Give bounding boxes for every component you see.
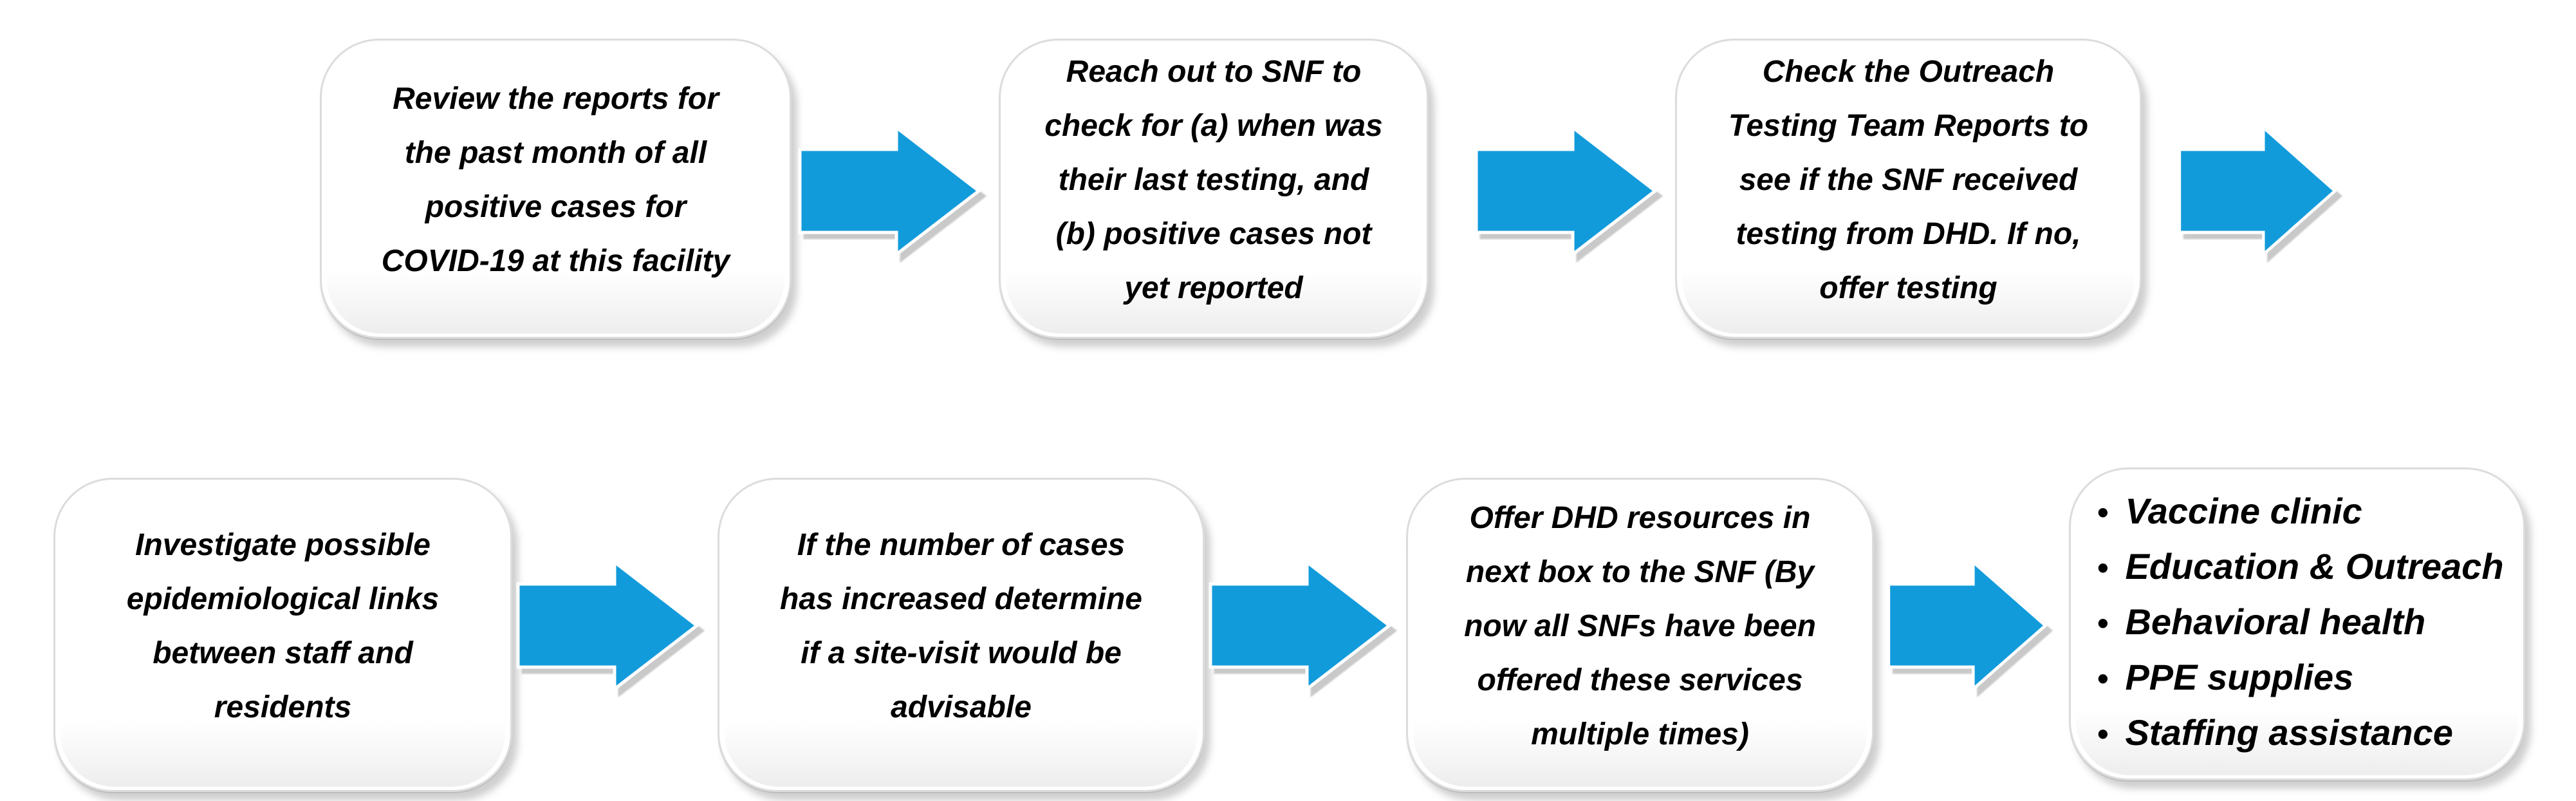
resource-item: • Vaccine clinic	[2097, 484, 2503, 540]
resource-item-label: PPE supplies	[2125, 657, 2354, 697]
flow-arrow-icon	[516, 558, 700, 693]
flow-step-box-1: Review the reports for the past month of…	[320, 39, 792, 339]
resource-item: • Education & Outreach	[2097, 540, 2503, 595]
flow-step-text-3: Check the Outreach Testing Team Reports …	[1728, 55, 2089, 305]
flow-step-box-5: If the number of cases has increased det…	[718, 478, 1205, 792]
resource-list: • Vaccine clinic • Education & Outreach • B…	[2075, 467, 2519, 780]
bullet-icon: •	[2097, 661, 2108, 697]
bullet-icon: •	[2097, 495, 2108, 531]
flow-arrow-icon	[2178, 124, 2338, 258]
resource-item: • PPE supplies	[2097, 650, 2503, 706]
flow-step-box-6: Offer DHD resources in next box to the S…	[1406, 478, 1874, 792]
flow-arrow-icon	[1209, 558, 1393, 693]
flow-step-text-4: Investigate possible epidemiological lin…	[126, 528, 440, 724]
resource-item-label: Staffing assistance	[2125, 712, 2453, 753]
flow-step-text-6: Offer DHD resources in next box to the S…	[1464, 501, 1816, 751]
resource-item-label: Vaccine clinic	[2125, 491, 2362, 531]
flow-resources-box: • Vaccine clinic • Education & Outreach • B…	[2069, 467, 2525, 780]
flow-step-text-2: Reach out to SNF to check for (a) when w…	[1044, 55, 1383, 305]
resource-item-label: Behavioral health	[2125, 601, 2426, 642]
resource-item-label: Education & Outreach	[2125, 546, 2504, 587]
flow-arrow-icon	[1474, 124, 1658, 258]
flow-step-box-4: Investigate possible epidemiological lin…	[53, 478, 512, 792]
flow-step-box-2: Reach out to SNF to check for (a) when w…	[999, 39, 1429, 339]
flow-step-text-1: Review the reports for the past month of…	[381, 82, 730, 278]
flow-step-box-3: Check the Outreach Testing Team Reports …	[1675, 39, 2142, 339]
flow-arrow-icon	[1887, 558, 2048, 693]
flow-step-text-5: If the number of cases has increased det…	[780, 528, 1142, 724]
resource-item: • Behavioral health	[2097, 595, 2503, 650]
bullet-icon: •	[2097, 716, 2108, 752]
flow-arrow-icon	[798, 124, 982, 258]
bullet-icon: •	[2097, 605, 2108, 641]
resource-item: • Staffing assistance	[2097, 706, 2503, 761]
bullet-icon: •	[2097, 550, 2108, 586]
